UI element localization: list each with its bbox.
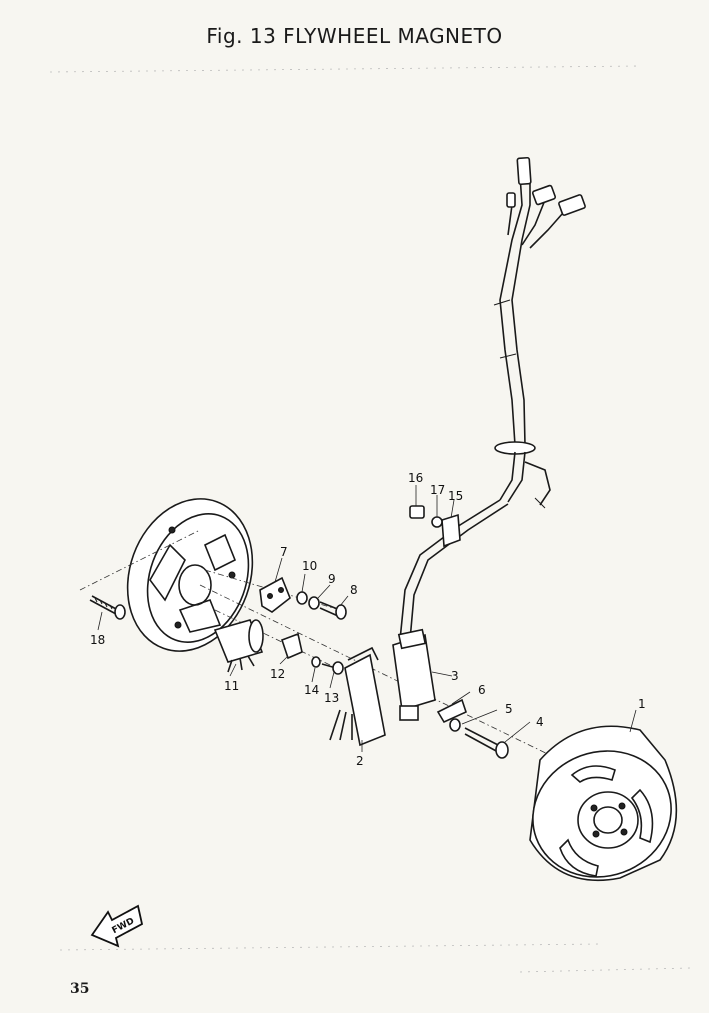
condenser-11 xyxy=(213,619,264,673)
callout-2: 2 xyxy=(356,754,364,768)
callout-12: 12 xyxy=(270,667,285,681)
clamp-12 xyxy=(280,632,303,660)
callout-10: 10 xyxy=(302,559,317,573)
screw-18 xyxy=(89,595,126,620)
callout-14: 14 xyxy=(304,683,319,697)
figure-title: Fig. 13 FLYWHEEL MAGNETO xyxy=(206,24,503,48)
flywheel-rotor-1 xyxy=(529,725,678,882)
callout-4: 4 xyxy=(536,715,544,729)
washer-10 xyxy=(296,591,308,605)
callout-9: 9 xyxy=(328,572,336,586)
screw-4 xyxy=(464,727,509,759)
callout-15: 15 xyxy=(448,489,463,503)
coil-2 xyxy=(329,646,386,747)
stator-plate xyxy=(126,498,254,652)
callout-3: 3 xyxy=(451,669,459,683)
callout-18: 18 xyxy=(90,633,105,647)
callout-6: 6 xyxy=(478,683,486,697)
wire-harness xyxy=(399,156,586,641)
screw-13 xyxy=(321,661,344,675)
callout-11: 11 xyxy=(224,679,239,693)
callout-8: 8 xyxy=(350,583,358,597)
callout-7: 7 xyxy=(280,545,288,559)
page-number: 35 xyxy=(70,981,90,997)
coil-3 xyxy=(392,628,436,721)
clamp-6 xyxy=(436,698,467,724)
callout-5: 5 xyxy=(505,702,513,716)
washer-5 xyxy=(449,718,461,732)
washer-9 xyxy=(308,596,320,610)
callout-1: 1 xyxy=(638,697,646,711)
washer-17 xyxy=(431,516,443,528)
washer-14 xyxy=(311,656,321,668)
callout-16: 16 xyxy=(408,471,423,485)
callouts: 1 2 3 4 5 6 7 8 9 10 11 12 13 14 15 16 1… xyxy=(90,471,646,768)
callout-17: 17 xyxy=(430,483,445,497)
callout-13: 13 xyxy=(324,691,339,705)
leader-lines xyxy=(97,485,637,752)
contact-breaker-7 xyxy=(259,576,291,613)
screw-16 xyxy=(409,505,425,519)
screw-8 xyxy=(319,601,347,620)
fwd-arrow-icon: FWD xyxy=(90,904,144,948)
clamp-15 xyxy=(441,513,461,548)
